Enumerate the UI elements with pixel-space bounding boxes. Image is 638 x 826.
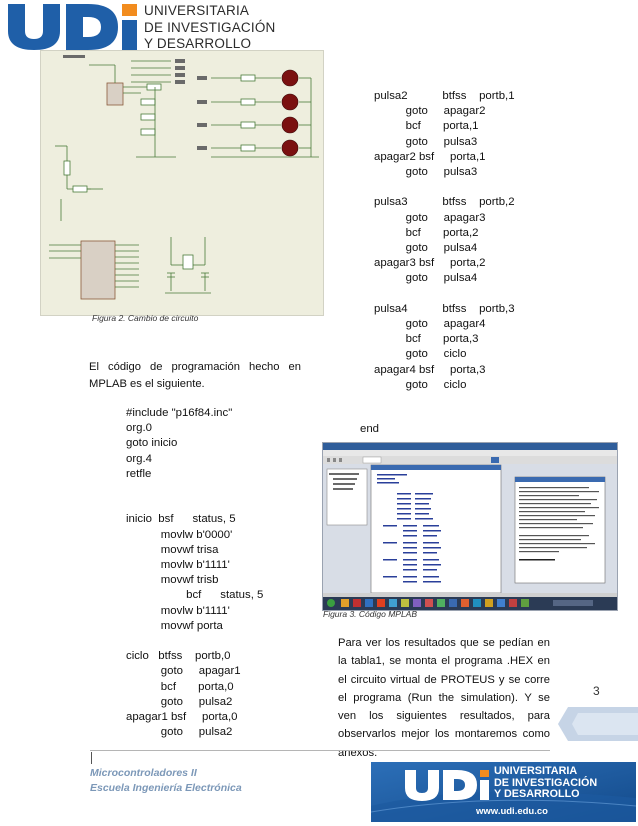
code-left: #include "p16f84.inc" org.0 goto inicio org… — [126, 406, 263, 740]
banner-line-2: DE INVESTIGACIÓN — [494, 776, 598, 789]
code-line — [126, 497, 263, 512]
code-line: movlw b'1111' — [126, 604, 230, 617]
code-line: goto apagar2 — [374, 105, 486, 118]
code-right: pulsa2 btfss portb,1 goto apagar2 bcf po… — [374, 89, 515, 393]
code-line: movlw b'0000' — [126, 528, 233, 541]
intro-paragraph: El código de programación hecho en MPLAB… — [89, 361, 301, 390]
code-line: org.4 — [126, 452, 152, 465]
footer-banner — [371, 762, 636, 822]
banner-line-1: UNIVERSITARIA — [494, 765, 578, 777]
footer-tick — [91, 752, 92, 764]
code-line: retfle — [126, 467, 152, 480]
code-line: apagar3 bsf porta,2 — [374, 257, 486, 270]
code-line: goto apagar3 — [374, 211, 486, 224]
decorative-shape — [558, 707, 638, 741]
code-line: bcf status, 5 — [126, 589, 264, 602]
code-line: pulsa3 btfss portb,2 — [374, 196, 515, 209]
circuit-figure — [40, 50, 324, 316]
code-line — [374, 180, 515, 195]
code-line: movwf trisa — [126, 543, 219, 556]
code-line: goto inicio — [126, 437, 178, 450]
code-line: bcf porta,0 — [126, 680, 234, 693]
code-line: goto ciclo — [374, 348, 467, 361]
code-line: goto pulsa2 — [126, 726, 233, 739]
footer-course: Microcontroladores II Escuela Ingeniería… — [90, 766, 242, 795]
code-line: movwf porta — [126, 619, 223, 632]
code-line: movlw b'1111' — [126, 559, 230, 572]
code-line — [374, 287, 515, 302]
code-end: end — [360, 423, 380, 435]
code-line: #include "p16f84.inc" — [126, 407, 233, 419]
udi-logo — [8, 4, 137, 50]
code-line: pulsa4 btfss portb,3 — [374, 302, 515, 315]
institution-line-3: Y DESARROLLO — [144, 36, 252, 51]
footer-course-name: Microcontroladores II — [90, 767, 197, 779]
code-line: goto pulsa2 — [126, 695, 233, 708]
code-line: goto apagar4 — [374, 318, 486, 331]
code-line: bcf porta,1 — [374, 120, 479, 133]
code-line: goto pulsa4 — [374, 272, 478, 285]
figure-3-caption: Figura 3. Código MPLAB — [323, 609, 418, 619]
mplab-window — [323, 443, 617, 610]
institution-line-2: DE INVESTIGACIÓN — [144, 19, 276, 35]
code-line: bcf porta,3 — [374, 333, 479, 346]
code-line: bcf porta,2 — [374, 226, 479, 239]
code-line: pulsa2 btfss portb,1 — [374, 90, 515, 102]
code-line: goto pulsa3 — [374, 166, 478, 179]
code-line: org.0 — [126, 422, 152, 435]
mplab-screenshot — [322, 442, 618, 611]
code-line: apagar1 bsf porta,0 — [126, 711, 238, 724]
code-line — [126, 634, 263, 649]
code-line: goto apagar1 — [126, 665, 241, 678]
banner-line-3: Y DESARROLLO — [494, 788, 580, 801]
code-line: goto pulsa3 — [374, 135, 478, 148]
code-line: inicio bsf status, 5 — [126, 513, 236, 526]
circuit-schematic — [49, 55, 319, 300]
banner-institution: UNIVERSITARIA DE INVESTIGACIÓN Y DESARRO… — [494, 765, 598, 801]
code-line: movwf trisb — [126, 574, 219, 587]
footer-school-name: Escuela Ingeniería Electrónica — [90, 781, 242, 794]
banner-url: www.udi.edu.co — [476, 806, 548, 817]
institution-name: UNIVERSITARIA DE INVESTIGACIÓN Y DESARRO… — [144, 3, 275, 53]
page-number: 3 — [593, 684, 600, 698]
code-line — [126, 482, 263, 497]
figure-2-caption: Figura 2. Cambio de circuito — [92, 313, 199, 323]
institution-line-1: UNIVERSITARIA — [144, 3, 250, 18]
code-line: apagar2 bsf porta,1 — [374, 150, 486, 163]
results-paragraph: Para ver los resultados que se pedían en… — [338, 637, 550, 759]
code-line: apagar4 bsf porta,3 — [374, 363, 486, 376]
code-line: ciclo btfss portb,0 — [126, 650, 231, 663]
code-line: goto ciclo — [374, 378, 467, 391]
code-line: goto pulsa4 — [374, 242, 478, 255]
footer-divider — [90, 750, 550, 751]
